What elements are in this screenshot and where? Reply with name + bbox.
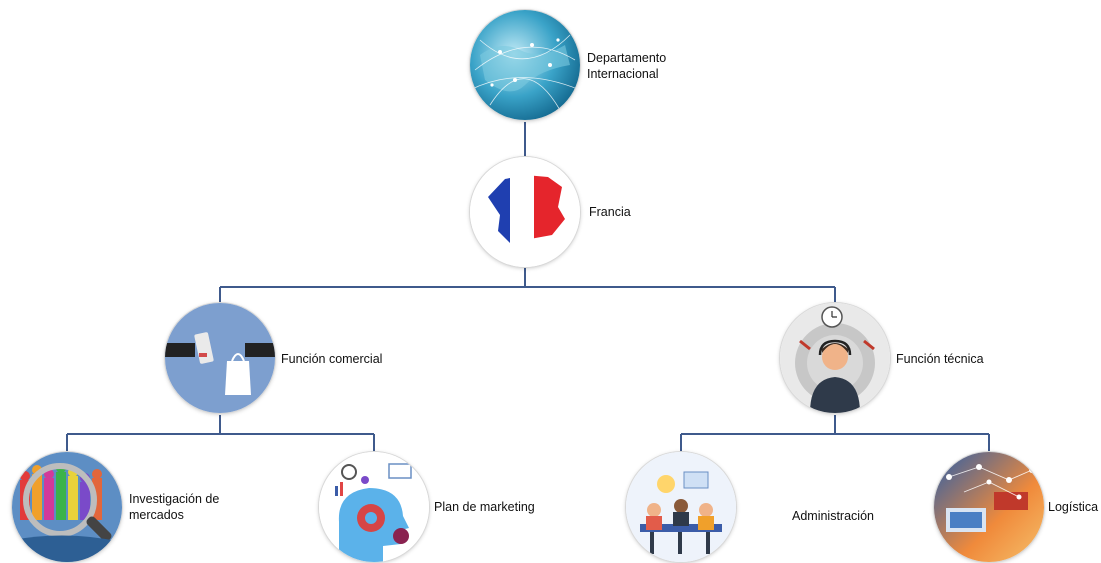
logistics-network-icon xyxy=(934,452,1044,562)
node-label-tecnica: Función técnica xyxy=(896,352,984,366)
node-label-departamento: Departamento Internacional xyxy=(587,50,666,82)
node-label-marketing: Plan de marketing xyxy=(434,500,535,514)
head-gears-icon xyxy=(319,452,429,562)
label-line: Departamento xyxy=(587,51,667,65)
node-label-comercial: Función comercial xyxy=(281,352,383,366)
team-meeting-icon xyxy=(626,452,736,562)
globe-network-icon xyxy=(470,10,580,120)
magnifier-people-icon xyxy=(12,452,122,562)
label-line: Investigación de xyxy=(129,492,220,506)
label-line: Internacional xyxy=(587,67,659,81)
france-flag-map-icon xyxy=(470,157,580,267)
node-label-investigacion: Investigación de mercados xyxy=(129,491,219,523)
support-agent-gears-icon xyxy=(780,303,890,413)
node-label-francia: Francia xyxy=(589,205,631,219)
label-line: mercados xyxy=(129,508,184,522)
card-exchange-icon xyxy=(165,303,275,413)
node-label-administracion: Administración xyxy=(792,509,874,523)
node-label-logistica: Logística xyxy=(1048,500,1099,514)
